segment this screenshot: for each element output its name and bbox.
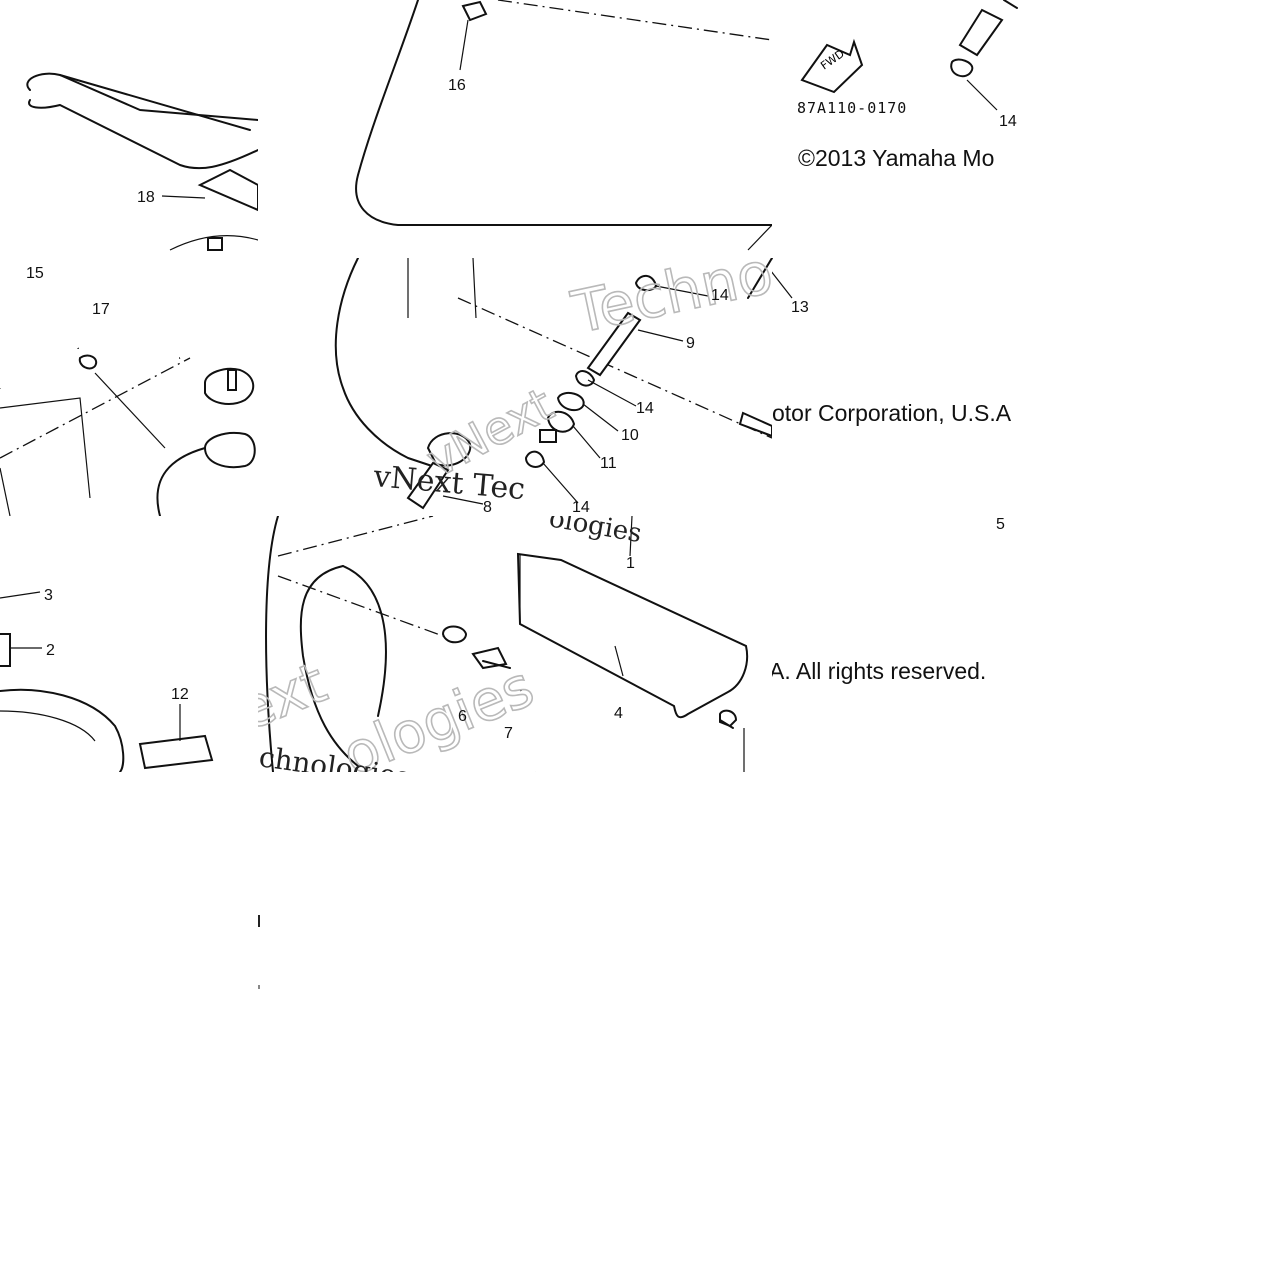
callout-12: 12 xyxy=(171,686,189,703)
tile-middle-left: 15 17 xyxy=(0,258,258,516)
part-code: 87A110-0170 xyxy=(797,99,907,117)
callout-2: 2 xyxy=(46,642,55,659)
tile-top-middle: 16 xyxy=(258,0,772,258)
callout-layer-c: 14 9 14 10 11 14 8 xyxy=(483,287,729,516)
tile-top-left: 18 xyxy=(0,0,258,258)
callout-5: 5 xyxy=(996,516,1005,533)
fuel-hose-loop-drawing xyxy=(26,72,258,251)
fuel-cock-assembly-drawing: Techno vNext vNext Tec xyxy=(334,258,772,510)
callout-1: 1 xyxy=(626,555,635,572)
tile-bottom-left: 3 2 12 xyxy=(0,516,258,772)
tile-bottom-right: 5 A. All rights reserved. xyxy=(772,516,1028,772)
callout-layer-bl: 3 2 12 xyxy=(44,587,189,703)
callout-11: 11 xyxy=(600,455,617,472)
vent-hose-and-cap-drawing xyxy=(0,319,258,516)
callout-layer-ml: 15 17 xyxy=(26,265,110,318)
tank-cover-4 xyxy=(516,552,748,719)
callout-14: 14 xyxy=(999,113,1017,130)
fuel-pipe-9 xyxy=(586,311,642,377)
callout-layer-tm: 16 xyxy=(448,77,466,94)
copyright-part-3: A. All rights reserved. xyxy=(772,658,987,684)
callout-10: 10 xyxy=(621,427,639,444)
callout-layer-tl: 18 xyxy=(137,189,155,206)
fuel-tank-outline-drawing xyxy=(355,0,772,251)
callout-16: 16 xyxy=(448,77,466,94)
callout-18: 18 xyxy=(137,189,155,206)
stray-mark-1 xyxy=(258,915,260,927)
damper-pad-12 xyxy=(138,734,214,770)
fwd-arrow-and-pipe-drawing: FWD 87A110-0170 xyxy=(797,0,1018,117)
callout-14-c: 14 xyxy=(572,499,590,516)
fwd-arrow-icon xyxy=(800,38,864,94)
copyright-part-1: ©2013 Yamaha Mo xyxy=(798,145,995,171)
copyright-part-2: otor Corporation, U.S.A xyxy=(772,400,1012,426)
stray-mark-2 xyxy=(258,985,260,989)
tank-cover-and-bolts-drawing: ext ologies chnologies ologies xyxy=(258,516,748,772)
tile-bottom-middle: ext ologies chnologies ologies 1 6 7 4 xyxy=(258,516,772,772)
middle-right-drawing xyxy=(772,258,793,299)
tank-and-damper-drawing xyxy=(0,591,214,772)
tile-top-right: FWD 87A110-0170 14 ©2013 Yamaha Mo xyxy=(772,0,1028,258)
callout-13: 13 xyxy=(791,299,809,316)
callout-layer-bm: 1 6 7 4 xyxy=(458,555,635,742)
callout-6: 6 xyxy=(458,708,467,725)
callout-8: 8 xyxy=(483,499,492,516)
callout-9: 9 xyxy=(686,335,695,352)
callout-3: 3 xyxy=(44,587,53,604)
callout-layer-br: 5 xyxy=(996,516,1005,533)
callout-4: 4 xyxy=(614,705,623,722)
callout-14-a: 14 xyxy=(711,287,729,304)
callout-layer-mr: 13 xyxy=(791,299,809,316)
callout-7: 7 xyxy=(504,725,513,742)
callout-layer-tr: 14 xyxy=(999,113,1017,130)
tile-center: Techno vNext vNext Tec 14 9 14 10 11 14 … xyxy=(258,258,772,516)
tile-middle-right: 13 otor Corporation, U.S.A xyxy=(772,258,1028,516)
callout-17: 17 xyxy=(92,301,110,318)
callout-15: 15 xyxy=(26,265,44,282)
callout-14-b: 14 xyxy=(636,400,654,417)
